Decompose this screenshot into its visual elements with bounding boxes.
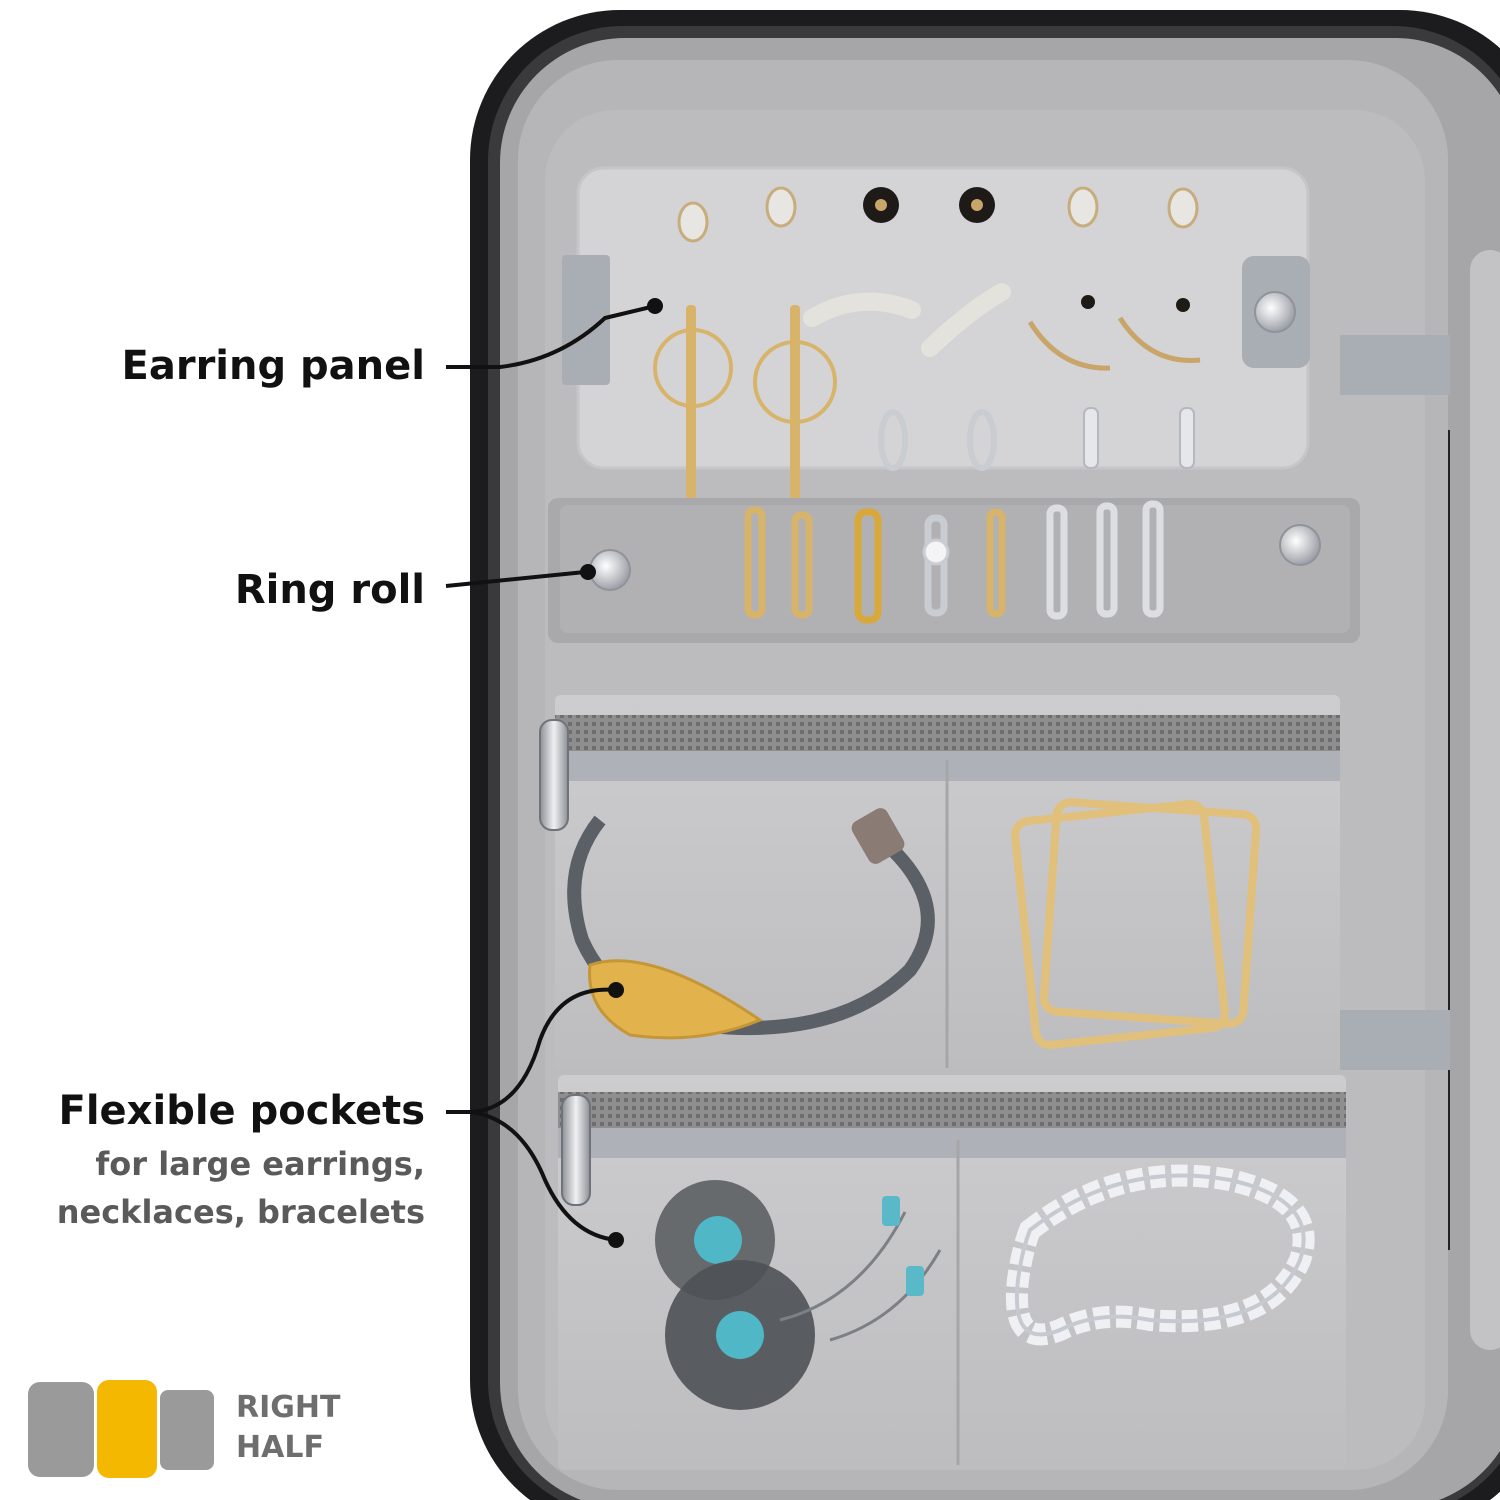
lower-zipper-pull <box>561 1094 591 1206</box>
silver-chain-bracelet <box>1006 1164 1315 1346</box>
earring-panel <box>562 166 1310 500</box>
elastic-straps <box>1340 335 1450 1070</box>
pockets-leader-lower <box>469 1110 617 1242</box>
earring-panel-snap <box>1254 291 1296 333</box>
legend-line-1: RIGHT <box>236 1390 341 1425</box>
case-halves-legend-icon <box>28 1380 214 1478</box>
flexible-pockets-label: Flexible pockets <box>58 1088 425 1134</box>
bar-hoop-earrings <box>653 305 837 500</box>
legend-line-2: HALF <box>236 1430 324 1465</box>
lower-pocket <box>558 1075 1346 1470</box>
ring-roll-dot <box>580 564 596 580</box>
pockets-sub-label-1: for large earrings, <box>95 1145 425 1183</box>
ring-roll-snap-right <box>1279 524 1321 566</box>
rings <box>744 500 1164 624</box>
ring-roll <box>548 498 1360 643</box>
ring-roll-leader <box>445 570 586 588</box>
fan-earrings <box>1027 295 1201 371</box>
ring-roll-label: Ring roll <box>234 567 425 613</box>
earring-panel-dot <box>647 298 663 314</box>
pockets-dot-lower <box>608 1232 624 1248</box>
upper-pocket <box>539 695 1340 1070</box>
callout-lines <box>445 298 663 1248</box>
pockets-leader-upper <box>446 987 617 1114</box>
pockets-dot-upper <box>608 982 624 998</box>
pockets-sub-label-2: necklaces, bracelets <box>56 1193 425 1231</box>
turquoise-earrings <box>655 1180 942 1410</box>
right-half-legend: RIGHT HALF <box>236 1388 340 1468</box>
huggie-earrings <box>878 407 1195 471</box>
earring-panel-leader <box>446 304 656 369</box>
ring-roll-snap-left <box>589 549 631 591</box>
braided-bracelet <box>567 808 935 1040</box>
square-hoop-earrings <box>1011 798 1261 1049</box>
earring-panel-label: Earring panel <box>121 343 425 389</box>
upper-zipper-pull <box>539 719 569 831</box>
stud-earrings <box>677 186 1199 243</box>
climber-earrings <box>803 283 1011 357</box>
